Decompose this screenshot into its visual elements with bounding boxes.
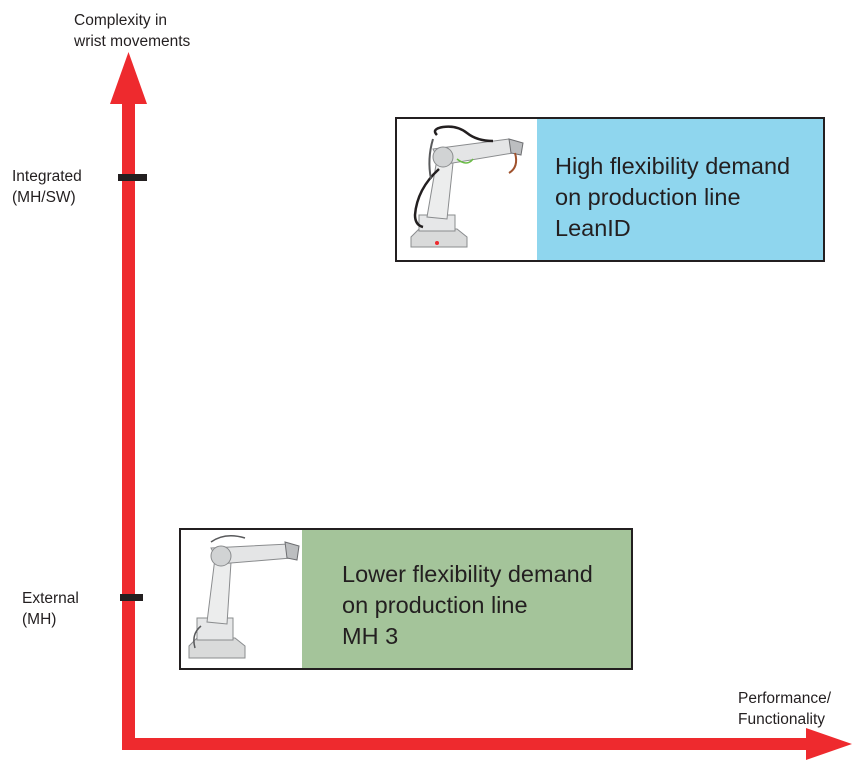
high-flexibility-box: High flexibility demand on production li…	[395, 117, 825, 262]
high-flexibility-text: High flexibility demand on production li…	[555, 153, 791, 241]
low-flexibility-text: Lower flexibility demand on production l…	[342, 561, 593, 649]
tick-external-mark	[120, 594, 143, 601]
x-axis-arrowhead	[806, 728, 852, 760]
robot-image-external	[181, 530, 302, 668]
x-axis-title: Performance/ Functionality	[738, 690, 832, 728]
low-flexibility-box: Lower flexibility demand on production l…	[179, 528, 633, 670]
y-axis-line	[122, 92, 135, 750]
robot-image-integrated	[397, 119, 537, 260]
x-axis-line	[122, 738, 817, 750]
y-axis-arrowhead	[110, 52, 147, 104]
y-axis-title: Complexity in wrist movements	[74, 12, 191, 50]
robot-icon	[410, 125, 524, 248]
tick-external-label: External (MH)	[22, 590, 79, 628]
tick-integrated-label: Integrated (MH/SW)	[12, 168, 82, 206]
robot-icon	[188, 535, 300, 659]
tick-integrated-mark	[118, 174, 147, 181]
